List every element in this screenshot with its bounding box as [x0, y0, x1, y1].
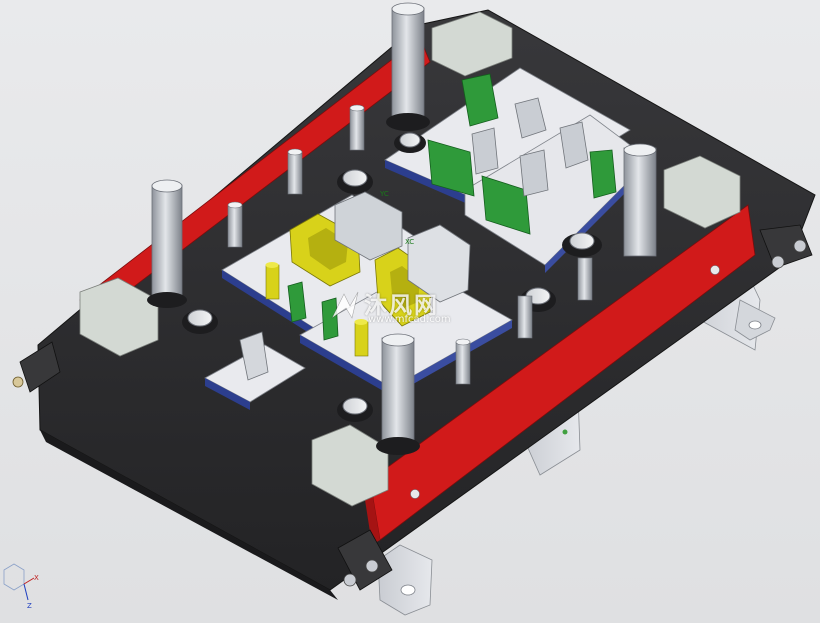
- bushing-set: [182, 132, 602, 422]
- guide-post-back: [386, 2, 430, 131]
- corner-block-right: [663, 155, 741, 229]
- triad-z-label: Z: [27, 602, 32, 610]
- clamp-tab-left: [12, 341, 61, 393]
- view-triad[interactable]: Z X: [3, 563, 39, 610]
- clamp-tab-bottom: [337, 529, 393, 591]
- support-bracket-bottom: [377, 544, 433, 616]
- yellow-pins: [265, 262, 369, 357]
- die-plate-center: [299, 267, 513, 396]
- green-insert-set: [287, 73, 617, 341]
- clamp-tab-right: [759, 224, 813, 269]
- csys-xc-label: XC: [405, 238, 414, 246]
- guide-post-left: [147, 179, 187, 308]
- corner-block-top: [431, 11, 513, 77]
- corner-block-left: [79, 277, 159, 357]
- csys-yc-label: YC: [379, 190, 389, 198]
- punch-blocks: [239, 97, 589, 381]
- guide-post-front: [376, 333, 420, 455]
- guide-post-right: [623, 143, 657, 257]
- side-plate-screws: [410, 265, 720, 499]
- stop-pins: [227, 104, 593, 385]
- corner-block-bottom: [311, 424, 389, 507]
- triad-x-label: X: [34, 574, 39, 582]
